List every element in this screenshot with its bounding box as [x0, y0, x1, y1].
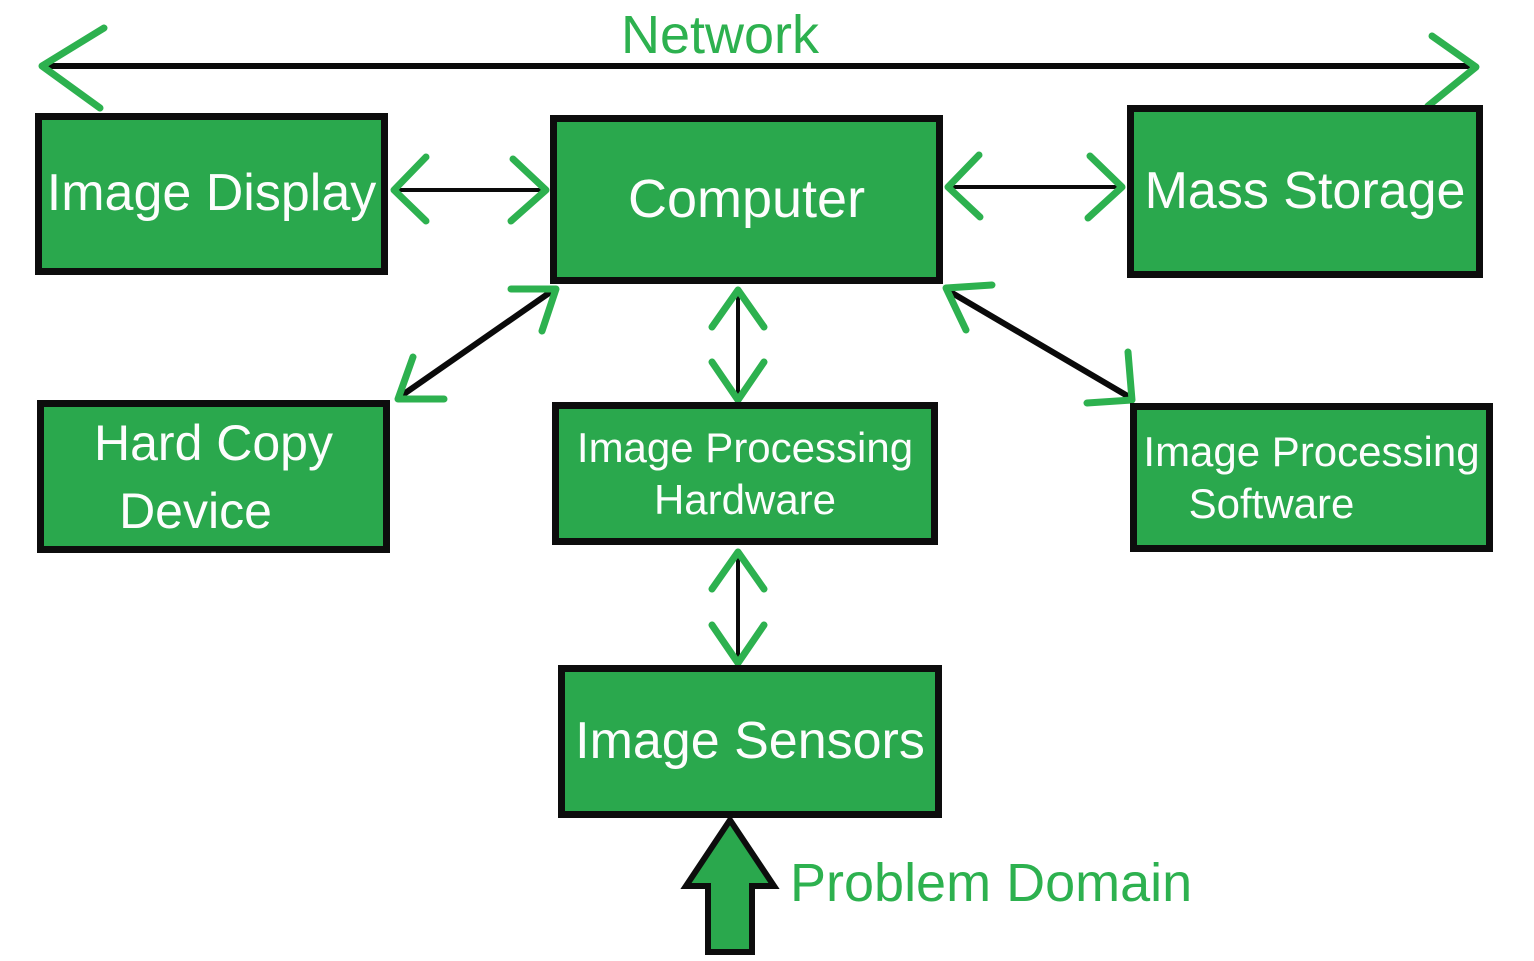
computer-hardcopy-line	[399, 288, 554, 399]
iphardware-sensors-arrowhead-top-icon	[708, 548, 768, 593]
node-image-sensors: Image Sensors	[558, 665, 942, 818]
display-computer-arrowhead-left-icon	[390, 153, 430, 225]
node-mass-storage-label: Mass Storage	[1144, 161, 1466, 220]
iphardware-sensors-arrowhead-bottom-icon	[708, 621, 768, 667]
computer-hardcopy-arrow	[394, 285, 560, 403]
node-mass-storage: Mass Storage	[1127, 105, 1483, 278]
problem-domain-label: Problem Domain	[790, 853, 1193, 913]
node-image-processing-hardware-label-line1: Image Processing	[576, 423, 914, 471]
node-image-display: Image Display	[35, 113, 388, 275]
computer-iphardware-arrowhead-bottom-icon	[708, 358, 768, 404]
display-computer-arrowhead-right-icon	[507, 155, 550, 225]
node-computer: Computer	[550, 115, 943, 284]
network-arrow	[38, 24, 1480, 112]
computer-storage-arrow	[944, 151, 1126, 222]
node-image-processing-software-label-line1: Image Processing	[1143, 427, 1480, 475]
computer-storage-arrowhead-left-icon	[944, 151, 984, 221]
network-label: Network	[620, 5, 820, 65]
computer-ipsoftware-arrowhead-bottom-icon	[1083, 348, 1136, 407]
computer-hardcopy-arrowhead-bottom-icon	[394, 353, 448, 403]
computer-iphardware-arrowhead-top-icon	[708, 286, 768, 331]
node-image-processing-hardware: Image Processing Hardware	[552, 402, 938, 545]
node-image-processing-software-label-line2: Software	[1188, 479, 1355, 527]
iphardware-sensors-arrow	[708, 548, 768, 667]
display-computer-arrow	[390, 153, 550, 225]
node-image-sensors-label: Image Sensors	[575, 711, 925, 770]
node-image-processing-software: Image Processing Software	[1130, 403, 1493, 552]
computer-iphardware-arrow	[708, 286, 768, 404]
node-computer-label: Computer	[627, 169, 866, 230]
computer-storage-arrowhead-right-icon	[1084, 152, 1126, 222]
node-image-processing-hardware-label-line2: Hardware	[653, 475, 837, 523]
network-arrowhead-left-icon	[38, 24, 108, 112]
network-arrowhead-right-icon	[1424, 32, 1480, 110]
computer-ipsoftware-arrowhead-top-icon	[942, 281, 996, 334]
computer-ipsoftware-line	[945, 287, 1133, 401]
node-hard-copy-device-label-line1: Hard Copy	[94, 414, 333, 471]
problem-domain-block-arrow-icon	[680, 814, 780, 955]
computer-ipsoftware-arrow	[942, 281, 1136, 407]
node-hard-copy-device: Hard Copy Device	[37, 400, 390, 553]
node-hard-copy-device-label-line2: Device	[119, 482, 272, 539]
node-image-display-label: Image Display	[46, 164, 377, 223]
computer-hardcopy-arrowhead-top-icon	[507, 285, 560, 335]
